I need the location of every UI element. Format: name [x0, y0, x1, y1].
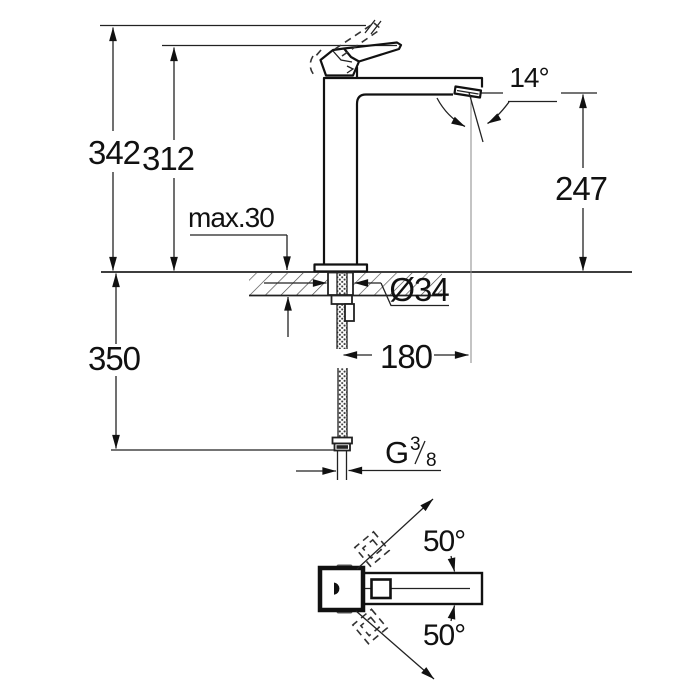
thread-prefix: G — [385, 435, 408, 470]
dim-overall-height: 342 — [88, 134, 140, 171]
thread-numerator: 3 — [410, 434, 420, 455]
dim-counter-thickness: max.30 — [188, 202, 274, 233]
dim-lever-height: 312 — [142, 140, 194, 177]
dimension-labels: 342 312 max.30 14° 247 Ø34 350 180 G 3 8 — [88, 62, 608, 471]
dim-hose-length: 350 — [88, 340, 141, 377]
countertop — [101, 271, 632, 297]
dim-hole-diameter: Ø34 — [389, 271, 449, 308]
counter-hatch-right — [353, 273, 442, 295]
aerator-outlet — [453, 85, 483, 99]
clamp-detail — [344, 303, 355, 322]
counter-hatch-left — [249, 273, 328, 295]
front-view: 342 312 max.30 14° 247 Ø34 350 180 G 3 8 — [88, 19, 632, 480]
dim-thread-label: G 3 8 — [385, 434, 437, 471]
dim-spout-height: 247 — [555, 170, 607, 207]
threaded-shank-texture — [337, 273, 347, 349]
hose-fitting-band — [336, 445, 348, 449]
base-plate — [313, 263, 369, 273]
dim-aerator-angle: 14° — [509, 62, 548, 93]
lever-raised-position — [309, 22, 382, 76]
handle-position-down-dashed — [351, 608, 389, 645]
mounting-hardware — [327, 271, 355, 480]
flex-hose — [338, 368, 347, 437]
dim-swivel-down: 50° — [423, 619, 465, 652]
top-view: 50° 50° — [317, 498, 484, 680]
dim-spout-reach: 180 — [380, 338, 433, 375]
swivel-angle-annotations: 50° 50° — [355, 498, 466, 680]
spout-outline — [322, 76, 484, 265]
lever-knuckle — [319, 41, 403, 77]
mounting-nut — [330, 294, 353, 305]
handle-position-up-dashed — [353, 530, 391, 568]
lever-handle — [309, 22, 403, 78]
dim-swivel-up: 50° — [423, 525, 465, 558]
thread-denominator: 8 — [426, 450, 436, 471]
spout-inner-outline — [355, 93, 453, 265]
faucet-body — [313, 76, 484, 273]
cartridge-detail — [334, 582, 340, 595]
spout-opening-top-view — [370, 578, 392, 600]
dimension-lines — [109, 27, 587, 475]
body-top-view — [317, 565, 366, 613]
